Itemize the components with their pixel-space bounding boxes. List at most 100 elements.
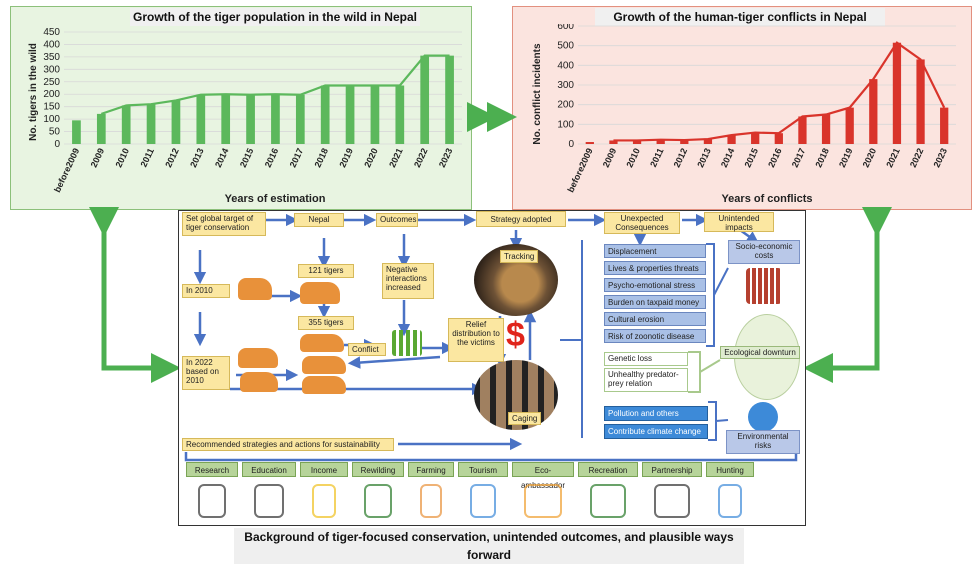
strategy-hunting-icon	[718, 484, 742, 518]
conflict-bar	[632, 140, 642, 144]
conflict-bar	[916, 59, 925, 144]
strategy-rewilding-icon	[364, 484, 392, 518]
ecological-item: Unhealthy predator-prey relation	[604, 368, 688, 392]
tiger-bar	[146, 104, 156, 144]
strategy-education-icon	[254, 484, 284, 518]
strategy-research: Research	[186, 462, 238, 477]
tiger-bar	[196, 94, 206, 144]
negative-box: Negative interactions increased	[382, 263, 434, 299]
tiger-trend-line	[100, 54, 450, 115]
tiger-bar	[246, 94, 255, 144]
tiger-population-panel	[10, 6, 472, 210]
global-target-box: Set global target of tiger conservation	[182, 212, 266, 236]
diagram-arrows	[184, 213, 798, 462]
tiger-icon	[300, 282, 340, 304]
tiger-bar	[121, 105, 131, 144]
connector-arrows	[89, 102, 892, 383]
strategy-hunting: Hunting	[706, 462, 754, 477]
conflict-ytick: 100	[557, 119, 574, 130]
strategy-rewilding: Rewilding	[352, 462, 404, 477]
conflict-title: Growth of the human-tiger conflicts in N…	[595, 8, 885, 26]
left-green-arrow	[89, 207, 181, 383]
tiger-icon	[238, 278, 272, 300]
ecological-item: Genetic loss	[604, 352, 688, 366]
conflict-box: Conflict	[348, 343, 386, 356]
strategy-recreation: Recreation	[578, 462, 638, 477]
tiger-ytick: 100	[43, 114, 60, 125]
consequence-item: Risk of zoonotic disease	[604, 329, 706, 343]
strategy-eco-ambassador: Eco-ambassador	[512, 462, 574, 490]
strategy-education: Education	[242, 462, 296, 477]
tiger-ytick: 0	[54, 139, 60, 150]
outcomes-box: Outcomes	[376, 213, 418, 227]
conflict-ytick: 0	[568, 139, 574, 150]
strategy-farming-icon	[420, 484, 442, 518]
tigers355-box: 355 tigers	[298, 316, 354, 330]
unexpected-box: Unexpected Consequences	[604, 212, 680, 234]
tiger-ytick: 250	[43, 77, 60, 88]
socio-people-icon	[746, 268, 782, 304]
strategy-income-icon	[312, 484, 336, 518]
tiger-chart-ylabel: No. tigers in the wild	[28, 43, 39, 141]
environment-item: Pollution and others	[604, 406, 708, 421]
tiger-icon	[238, 348, 278, 368]
tiger-ytick: 350	[43, 52, 60, 63]
tiger-chart-xlabel: Years of estimation	[225, 193, 326, 205]
tiger-icon	[240, 372, 278, 392]
strategy-tourism: Tourism	[458, 462, 508, 477]
in2010-box: In 2010	[182, 284, 230, 298]
strategy-partnership: Partnership	[642, 462, 702, 477]
tiger-bar	[345, 85, 355, 144]
environment-item: Contribute climate change	[604, 424, 708, 439]
consequence-item: Cultural erosion	[604, 312, 706, 326]
tiger-icon	[302, 376, 346, 394]
conflict-bar	[821, 114, 831, 144]
conflict-bar	[751, 132, 760, 144]
tracking-label: Tracking	[500, 250, 539, 263]
conflict-bar	[703, 139, 713, 144]
caption: Background of tiger-focused conservation…	[234, 528, 744, 564]
tigers121-box: 121 tigers	[298, 264, 354, 278]
strategy-farming: Farming	[408, 462, 454, 477]
tiger-ytick: 150	[43, 102, 60, 113]
consequence-item: Lives & properties threats	[604, 261, 706, 275]
unintended-box: Unintended impacts	[704, 212, 774, 232]
conflict-ytick: 400	[557, 60, 574, 71]
people-group-icon	[392, 330, 422, 356]
tiger-bar	[221, 94, 231, 144]
tiger-ytick: 50	[49, 127, 61, 138]
tiger-bar	[72, 120, 81, 144]
strategy-research-icon	[198, 484, 226, 518]
conflict-bar	[892, 42, 902, 144]
conflict-bar	[585, 142, 594, 144]
consequence-item: Psycho-emotional stress	[604, 278, 706, 292]
conflict-trend-line	[613, 41, 946, 142]
recommended-box: Recommended strategies and actions for s…	[182, 438, 394, 451]
globe-icon	[748, 402, 778, 432]
conflict-ytick: 500	[557, 41, 574, 52]
tiger-icon	[300, 334, 344, 352]
nepal-box: Nepal	[294, 213, 344, 227]
socio-economic-box: Socio-economic costs	[728, 240, 800, 264]
conflict-chart-xlabel: Years of conflicts	[721, 193, 812, 205]
tiger-bar	[445, 55, 454, 145]
strategy-box: Strategy adopted	[476, 211, 566, 227]
in2022-box: In 2022 based on 2010	[182, 356, 230, 390]
tiger-bar	[96, 113, 106, 144]
tiger-icon	[302, 356, 346, 374]
conflict-bar	[609, 140, 618, 144]
tiger-population-title: Growth of the tiger population in the wi…	[130, 8, 420, 26]
conflict-bar	[869, 79, 878, 144]
relief-box: Relief distribution to the victims	[448, 318, 504, 362]
strategy-recreation-icon	[590, 484, 626, 518]
strategy-tourism-icon	[470, 484, 496, 518]
tiger-bar	[295, 94, 305, 144]
tiger-ytick: 400	[43, 39, 60, 50]
consequence-item: Displacement	[604, 244, 706, 258]
right-green-arrow	[803, 207, 892, 383]
conflict-bar	[727, 135, 736, 144]
caging-label: Caging	[508, 412, 542, 425]
tiger-ytick: 200	[43, 89, 60, 100]
